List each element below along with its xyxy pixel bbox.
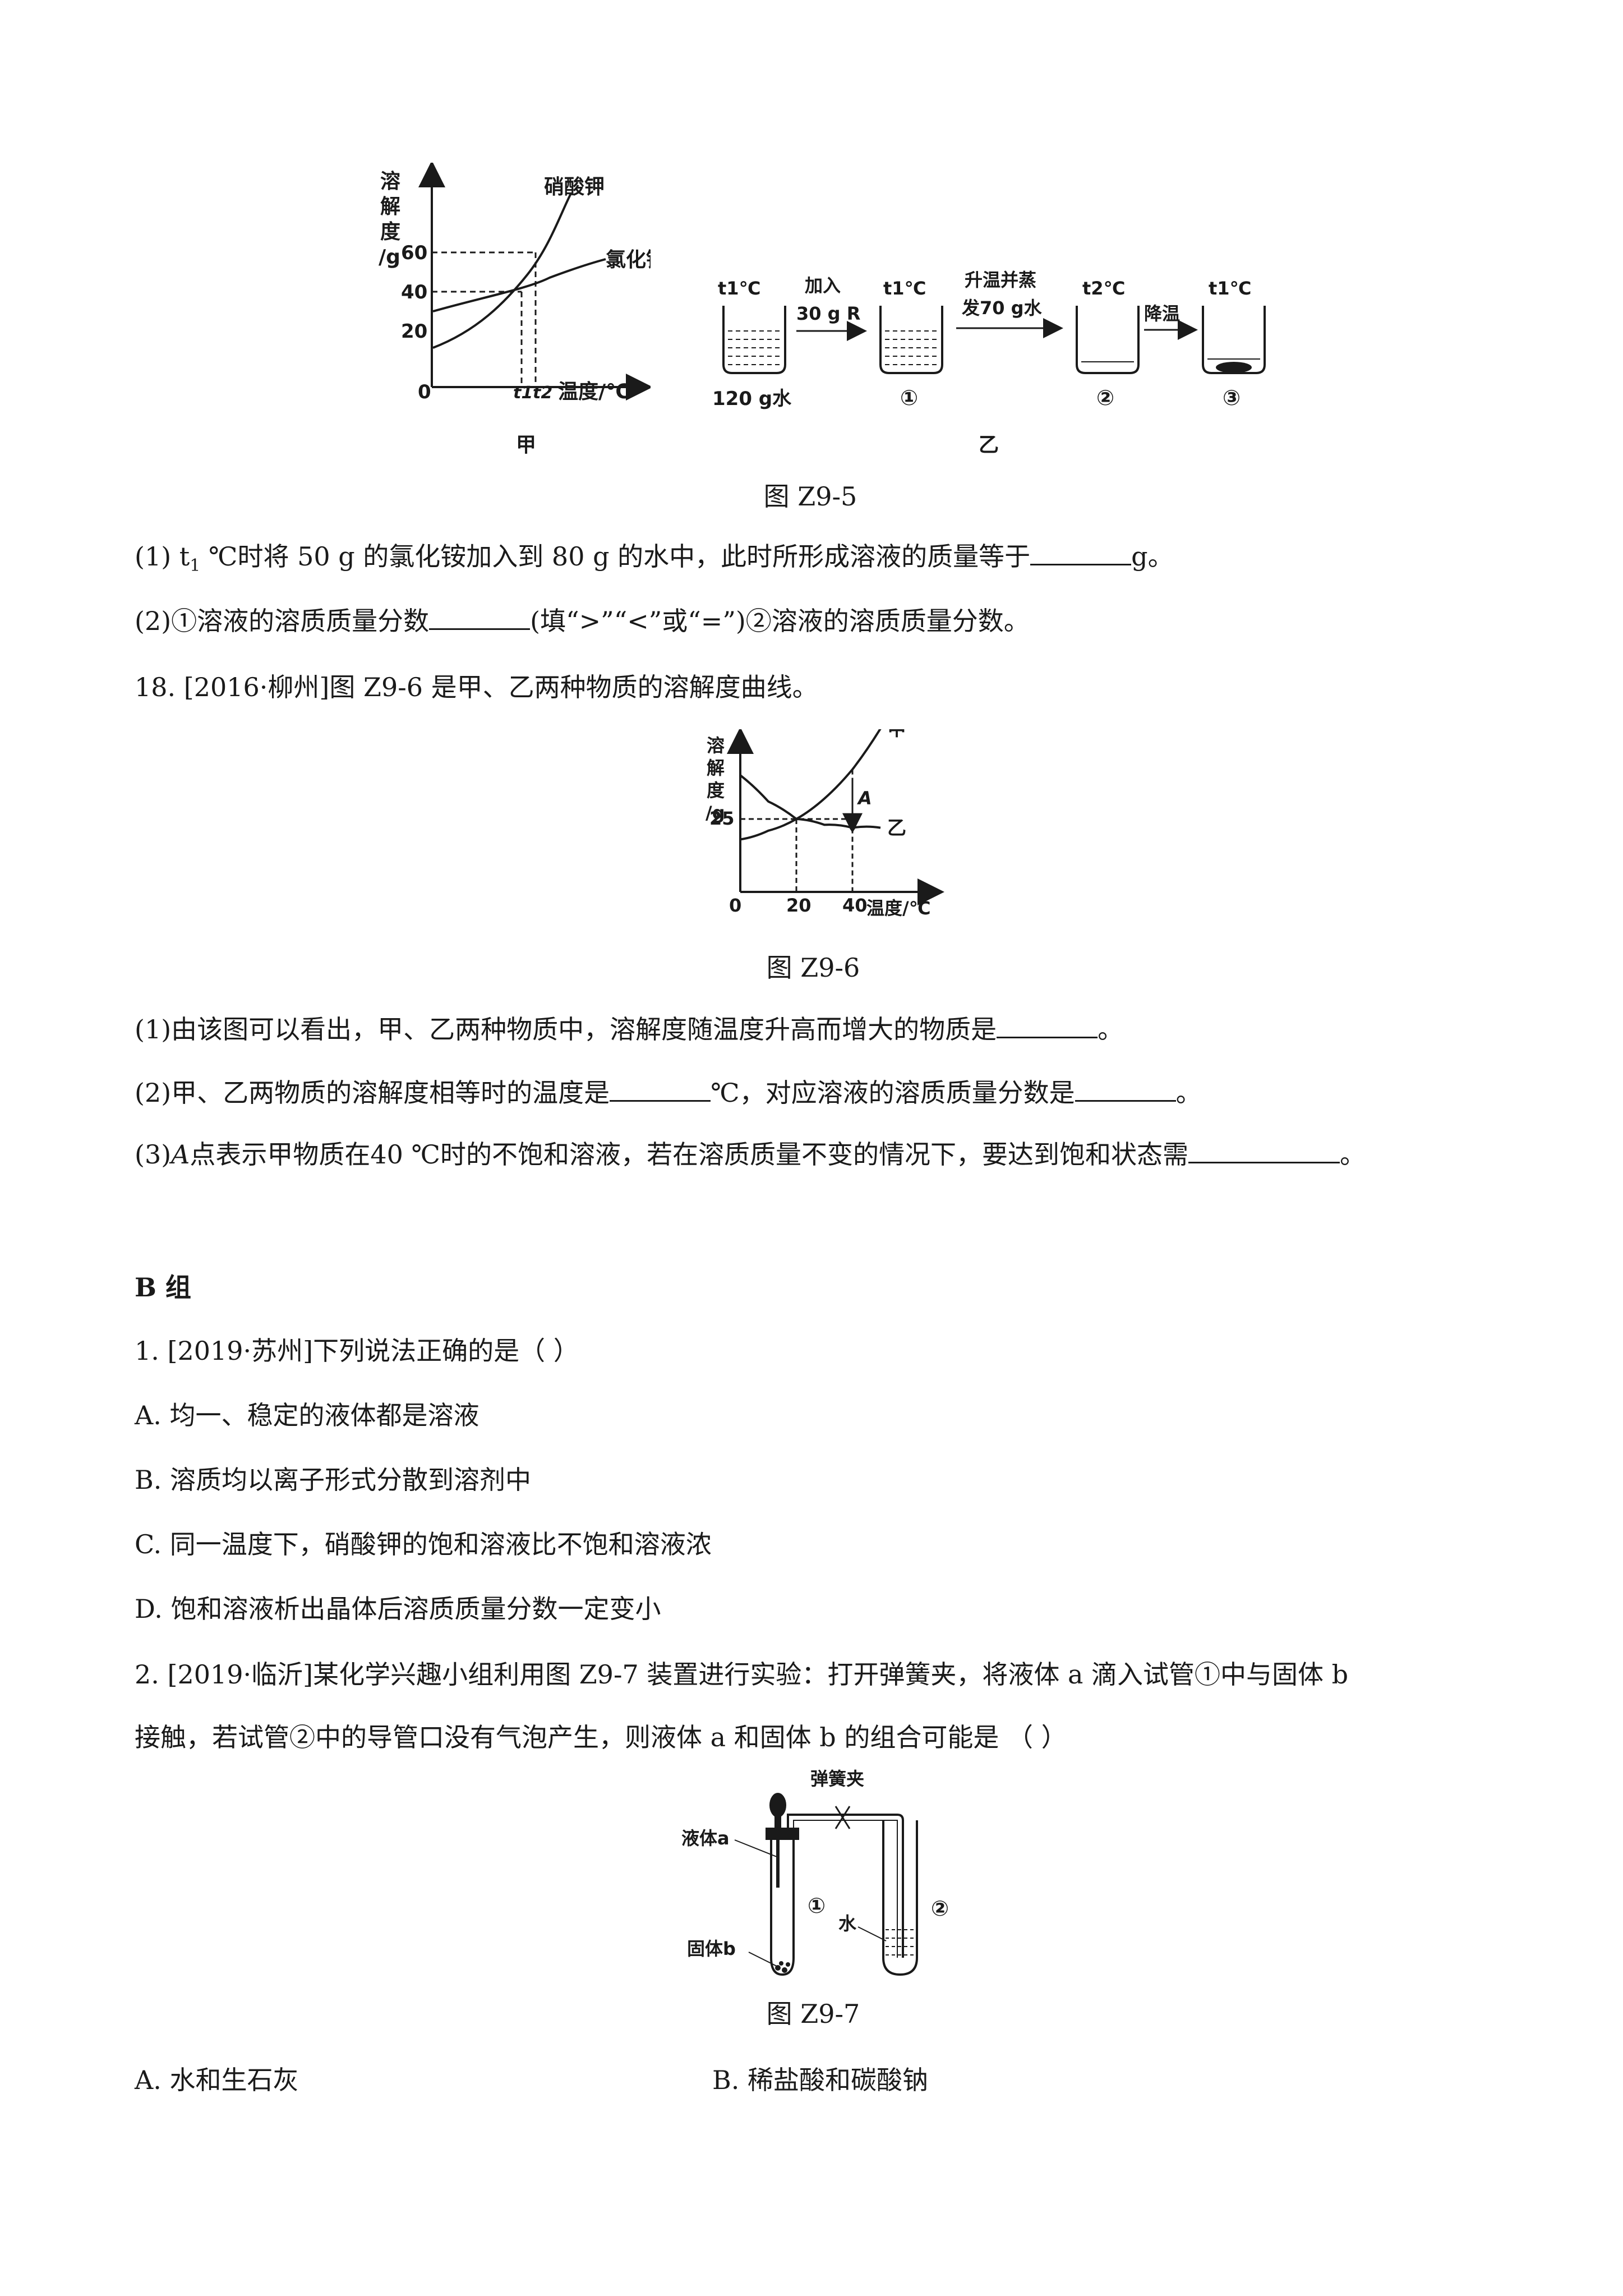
curve-nh4cl <box>432 258 606 312</box>
beaker3-temp: t1℃ <box>1209 278 1251 299</box>
answer-blank[interactable] <box>429 606 531 630</box>
solid-b-pointer <box>748 1952 777 1967</box>
arrow3-top: 降温 <box>1144 303 1180 324</box>
q18-stem: 18. [2016·柳州]图 Z9-6 是甲、乙两种物质的溶解度曲线。 <box>135 672 818 702</box>
stopper-1 <box>766 1828 799 1840</box>
y-label-1: 溶 <box>380 170 400 193</box>
beaker1-temp: t1℃ <box>883 278 926 299</box>
solid-b-label: 固体b <box>687 1938 736 1959</box>
tube-2 <box>882 1820 918 1976</box>
fig5-caption: 图 Z9-5 <box>763 481 857 512</box>
label-kno3: 硝酸钾 <box>544 176 605 199</box>
water-in-tube-2 <box>886 1929 915 1955</box>
liquid-a-pointer <box>734 1839 777 1857</box>
arrow1-top: 加入 <box>805 275 841 296</box>
y-tick-60: 60 <box>401 242 427 264</box>
q18-part2: (2)甲、乙两物质的溶解度相等时的温度是℃，对应溶液的溶质质量分数是。 <box>135 1078 1202 1108</box>
tube-1-label: ① <box>808 1893 826 1918</box>
arrow1-bottom: 30 g R <box>796 303 860 324</box>
b-q1-option-b: B. 溶质均以离子形式分散到溶剂中 <box>135 1465 532 1495</box>
b-q1-stem: 1. [2019·苏州]下列说法正确的是（ ） <box>135 1336 579 1366</box>
tube-1 <box>770 1840 795 1976</box>
y-label-2: 解 <box>707 757 725 779</box>
water-label: 水 <box>838 1913 857 1934</box>
origin-label: 0 <box>729 895 741 916</box>
beaker0-label: 120 g水 <box>712 388 792 410</box>
beaker1 <box>879 306 943 374</box>
q18-part1: (1)由该图可以看出，甲、乙两种物质中，溶解度随温度升高而增大的物质是。 <box>135 1014 1124 1045</box>
dropper-neck <box>774 1815 781 1828</box>
dropper-bulb <box>769 1793 786 1818</box>
water-pointer <box>857 1926 887 1941</box>
y-label-4: /g <box>706 802 725 823</box>
beaker2-label: ② <box>1096 385 1114 410</box>
beaker3-label: ③ <box>1223 385 1241 410</box>
y-tick-40: 40 <box>401 281 427 303</box>
beaker3-crystals <box>1216 362 1252 373</box>
fig7-caption: 图 Z9-7 <box>766 1999 860 2029</box>
b-q2-stem-line1: 2. [2019·临沂]某化学兴趣小组利用图 Z9-7 装置进行实验：打开弹簧夹… <box>135 1659 1349 1690</box>
series-jia-label: 甲 <box>887 729 906 740</box>
b-q2-stem-line2: 接触，若试管②中的导管口没有气泡产生，则液体 a 和固体 b 的组合可能是 （ … <box>135 1722 1067 1752</box>
y-label-1: 溶 <box>707 735 725 756</box>
q17-part2: (2)①溶液的溶质质量分数(填“>”“<”或“=”)②溶液的溶质质量分数。 <box>135 606 1030 636</box>
tube-2-label: ② <box>931 1896 949 1921</box>
answer-blank[interactable] <box>1075 1078 1176 1102</box>
x-tick-t2: t2 <box>533 383 552 403</box>
x-tick-20: 20 <box>786 895 811 916</box>
y-label-3: 度 <box>380 220 400 243</box>
arrow2-bottom: 发70 g水 <box>962 297 1043 319</box>
fig7-apparatus: 弹簧夹 液体a 固体b ① 水 ② <box>681 1768 949 1976</box>
beaker1-liquid <box>885 330 938 365</box>
group-b-heading: B 组 <box>135 1272 191 1303</box>
x-label: 温度/℃ <box>866 898 930 919</box>
y-label-3: 度 <box>707 780 725 801</box>
b-q1-option-c: C. 同一温度下，硝酸钾的饱和溶液比不饱和溶液浓 <box>135 1529 712 1559</box>
clip-label: 弹簧夹 <box>810 1768 864 1789</box>
fig6-caption: 图 Z9-6 <box>766 953 860 983</box>
x-tick-t1: t1 <box>513 383 533 403</box>
b-q1-option-d: D. 饱和溶液析出晶体后溶质质量分数一定变小 <box>135 1594 661 1624</box>
x-tick-40: 40 <box>842 895 868 916</box>
b-q1-option-a: A. 均一、稳定的液体都是溶液 <box>135 1400 479 1430</box>
fig6-solubility-chart: 溶 解 度 /g 25 0 20 40 温度/℃ 甲 乙 A <box>706 729 944 919</box>
answer-blank[interactable] <box>610 1078 711 1102</box>
x-label: 温度/℃ <box>558 380 630 403</box>
arrow2-top: 升温并蒸 <box>965 269 1036 291</box>
series-yi-label: 乙 <box>887 817 906 840</box>
q18-part3: (3)A点表示甲物质在40 ℃时的不饱和溶液，若在溶质质量不变的情况下，要达到饱… <box>135 1139 1366 1170</box>
liquid-a-label: 液体a <box>681 1828 730 1849</box>
origin-label: 0 <box>418 381 431 403</box>
b-q2-option-a: A. 水和生石灰 <box>135 2065 299 2095</box>
beaker2 <box>1076 306 1140 374</box>
curve-kno3 <box>432 193 572 349</box>
b-q2-option-b: B. 稀盐酸和碳酸钠 <box>712 2065 929 2095</box>
beaker0-temp: t1℃ <box>718 278 760 299</box>
clip-icon <box>834 1806 851 1829</box>
answer-blank[interactable] <box>1188 1139 1340 1163</box>
q17-part1: (1) t1 ℃时将 50 g 的氯化铵加入到 80 g 的水中，此时所形成溶液… <box>135 541 1174 576</box>
y-label-4: /g <box>379 246 400 269</box>
beaker2-temp: t2℃ <box>1082 278 1125 299</box>
y-tick-25: 25 <box>709 808 735 829</box>
solid-b <box>775 1961 790 1973</box>
fig5-jia-chart: 溶 解 度 /g 60 40 20 0 硝酸钾 氯化铵 t1 t2 温度/℃ 甲 <box>379 163 651 457</box>
delivery-tube-inner <box>793 1820 898 1958</box>
answer-blank[interactable] <box>997 1014 1098 1038</box>
delivery-tube <box>787 1814 904 1958</box>
beaker0-liquid <box>728 330 781 365</box>
y-label-2: 解 <box>380 195 400 218</box>
series-jia-line <box>740 729 882 841</box>
point-a <box>850 825 855 831</box>
fig-label-jia: 甲 <box>516 434 536 457</box>
beaker0 <box>722 306 786 374</box>
answer-blank[interactable] <box>1030 541 1132 565</box>
fig5-yi-flow: t1℃ 120 g水 加入 30 g R t1℃ ① 升温并蒸 发70 g水 t… <box>712 269 1266 457</box>
beaker1-label: ① <box>900 385 918 410</box>
label-nh4cl: 氯化铵 <box>606 249 651 272</box>
point-a-label: A <box>856 788 872 809</box>
fig-label-yi: 乙 <box>979 434 999 457</box>
y-tick-20: 20 <box>401 320 427 343</box>
